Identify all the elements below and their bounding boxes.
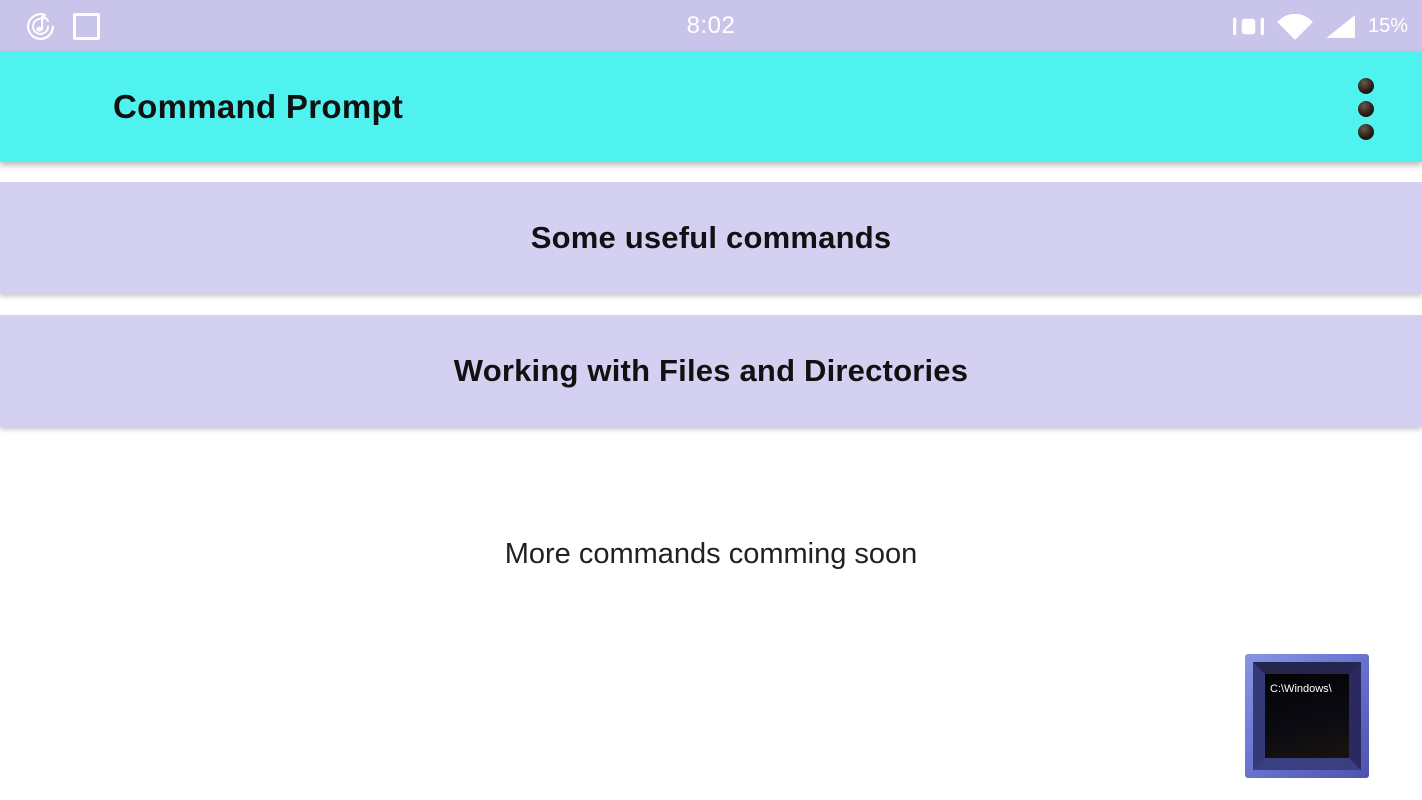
vibrate-icon	[1233, 17, 1264, 35]
status-bar: 8:02 15%	[0, 0, 1422, 52]
menu-item-files-directories[interactable]: Working with Files and Directories	[0, 315, 1422, 427]
overflow-dot-icon	[1358, 78, 1374, 94]
cmd-icon-frame: C:\Windows\	[1253, 662, 1361, 770]
overflow-menu-button[interactable]	[1350, 74, 1382, 144]
battery-percent: 15%	[1367, 14, 1408, 37]
music-notification-icon	[27, 12, 54, 40]
status-bar-left	[24, 0, 100, 52]
status-bar-right: 15%	[1232, 0, 1408, 52]
overflow-dot-icon	[1358, 124, 1374, 140]
coming-soon-text: More commands comming soon	[504, 538, 918, 570]
cmd-prompt-app-icon[interactable]: C:\Windows\	[1245, 654, 1369, 778]
page-title: Command Prompt	[113, 88, 404, 125]
cmd-icon-screen: C:\Windows\	[1265, 674, 1349, 758]
menu-item-label: Some useful commands	[530, 220, 892, 255]
menu-item-useful-commands[interactable]: Some useful commands	[0, 182, 1422, 294]
overflow-dot-icon	[1358, 101, 1374, 117]
menu-item-label: Working with Files and Directories	[453, 353, 969, 388]
wifi-icon	[1277, 13, 1313, 40]
screenshot-icon	[73, 12, 100, 40]
status-bar-clock: 8:02	[686, 12, 736, 39]
app-bar: Command Prompt	[0, 52, 1422, 162]
cmd-icon-screen-text: C:\Windows\	[1270, 683, 1332, 695]
cellular-signal-icon	[1326, 14, 1355, 38]
